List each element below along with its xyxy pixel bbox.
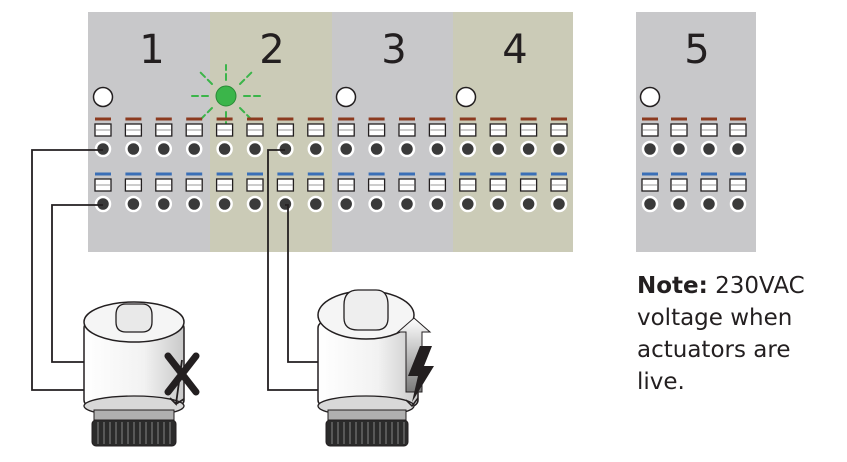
terminal-slot [670, 117, 688, 158]
terminal-slot [729, 172, 747, 213]
terminal-slot [428, 172, 447, 213]
terminal-slot [398, 117, 416, 158]
terminal-slot [729, 117, 747, 158]
terminal-slot [185, 172, 203, 213]
note-text: 230VAC voltage when actuators are live. [637, 273, 805, 395]
terminal-slot [519, 172, 538, 213]
terminal-slot [489, 172, 507, 213]
actuator-live-icon [317, 289, 419, 447]
terminal-slot [155, 117, 173, 158]
terminal-slot [700, 117, 718, 158]
terminal-slot [428, 117, 447, 158]
voltage-note: Note: 230VAC voltage when actuators are … [637, 270, 842, 398]
zone-label-1: 1 [139, 27, 164, 73]
terminal-slot [307, 117, 325, 158]
terminal-slot [489, 117, 507, 158]
terminal-slot [215, 172, 234, 213]
terminal-slot [246, 172, 264, 213]
terminal-slot [459, 172, 477, 213]
zone-label-3: 3 [381, 27, 406, 73]
terminal-slot [246, 117, 264, 158]
terminal-slot [337, 117, 355, 158]
terminal-slot [307, 172, 325, 213]
led-off-icon [92, 86, 114, 108]
wire-right-inner [285, 204, 326, 363]
terminal-slot [155, 172, 173, 213]
zone-labels: 1 2 3 4 5 [139, 27, 709, 73]
terminal-slot [276, 117, 295, 158]
zone-label-5: 5 [684, 27, 709, 73]
terminal-slot [641, 117, 659, 158]
terminal-slot [641, 172, 659, 213]
terminal-slot [185, 117, 203, 158]
terminal-slot [398, 172, 416, 213]
terminal-slot [550, 172, 568, 213]
note-label: Note: [637, 273, 708, 299]
terminal-slot [124, 172, 143, 213]
led-off-icon [335, 86, 357, 108]
terminal-slot [367, 172, 386, 213]
terminal-slot [550, 117, 568, 158]
terminal-slot [337, 172, 355, 213]
wires [31, 149, 326, 391]
led-off-icon [639, 86, 661, 108]
actuator-off-icon [83, 301, 185, 447]
cross-icon [164, 352, 200, 396]
led-off-icon [455, 86, 477, 108]
terminal-slot [700, 172, 718, 213]
zone-label-4: 4 [502, 27, 527, 73]
terminal-slot [94, 117, 112, 158]
terminal-slot [215, 117, 234, 158]
wire-right-outer [267, 149, 326, 391]
zone-leds [92, 64, 661, 125]
wire-left-outer [31, 149, 103, 391]
wire-left-inner [51, 204, 103, 363]
terminal-slot [519, 117, 538, 158]
terminal-slot [367, 117, 386, 158]
lightning-icon [405, 346, 434, 408]
terminal-blocks [94, 117, 747, 213]
terminal-slot [459, 117, 477, 158]
zone-label-2: 2 [259, 27, 284, 73]
terminal-slot [94, 172, 112, 213]
terminal-slot [124, 117, 143, 158]
terminal-slot [670, 172, 688, 213]
